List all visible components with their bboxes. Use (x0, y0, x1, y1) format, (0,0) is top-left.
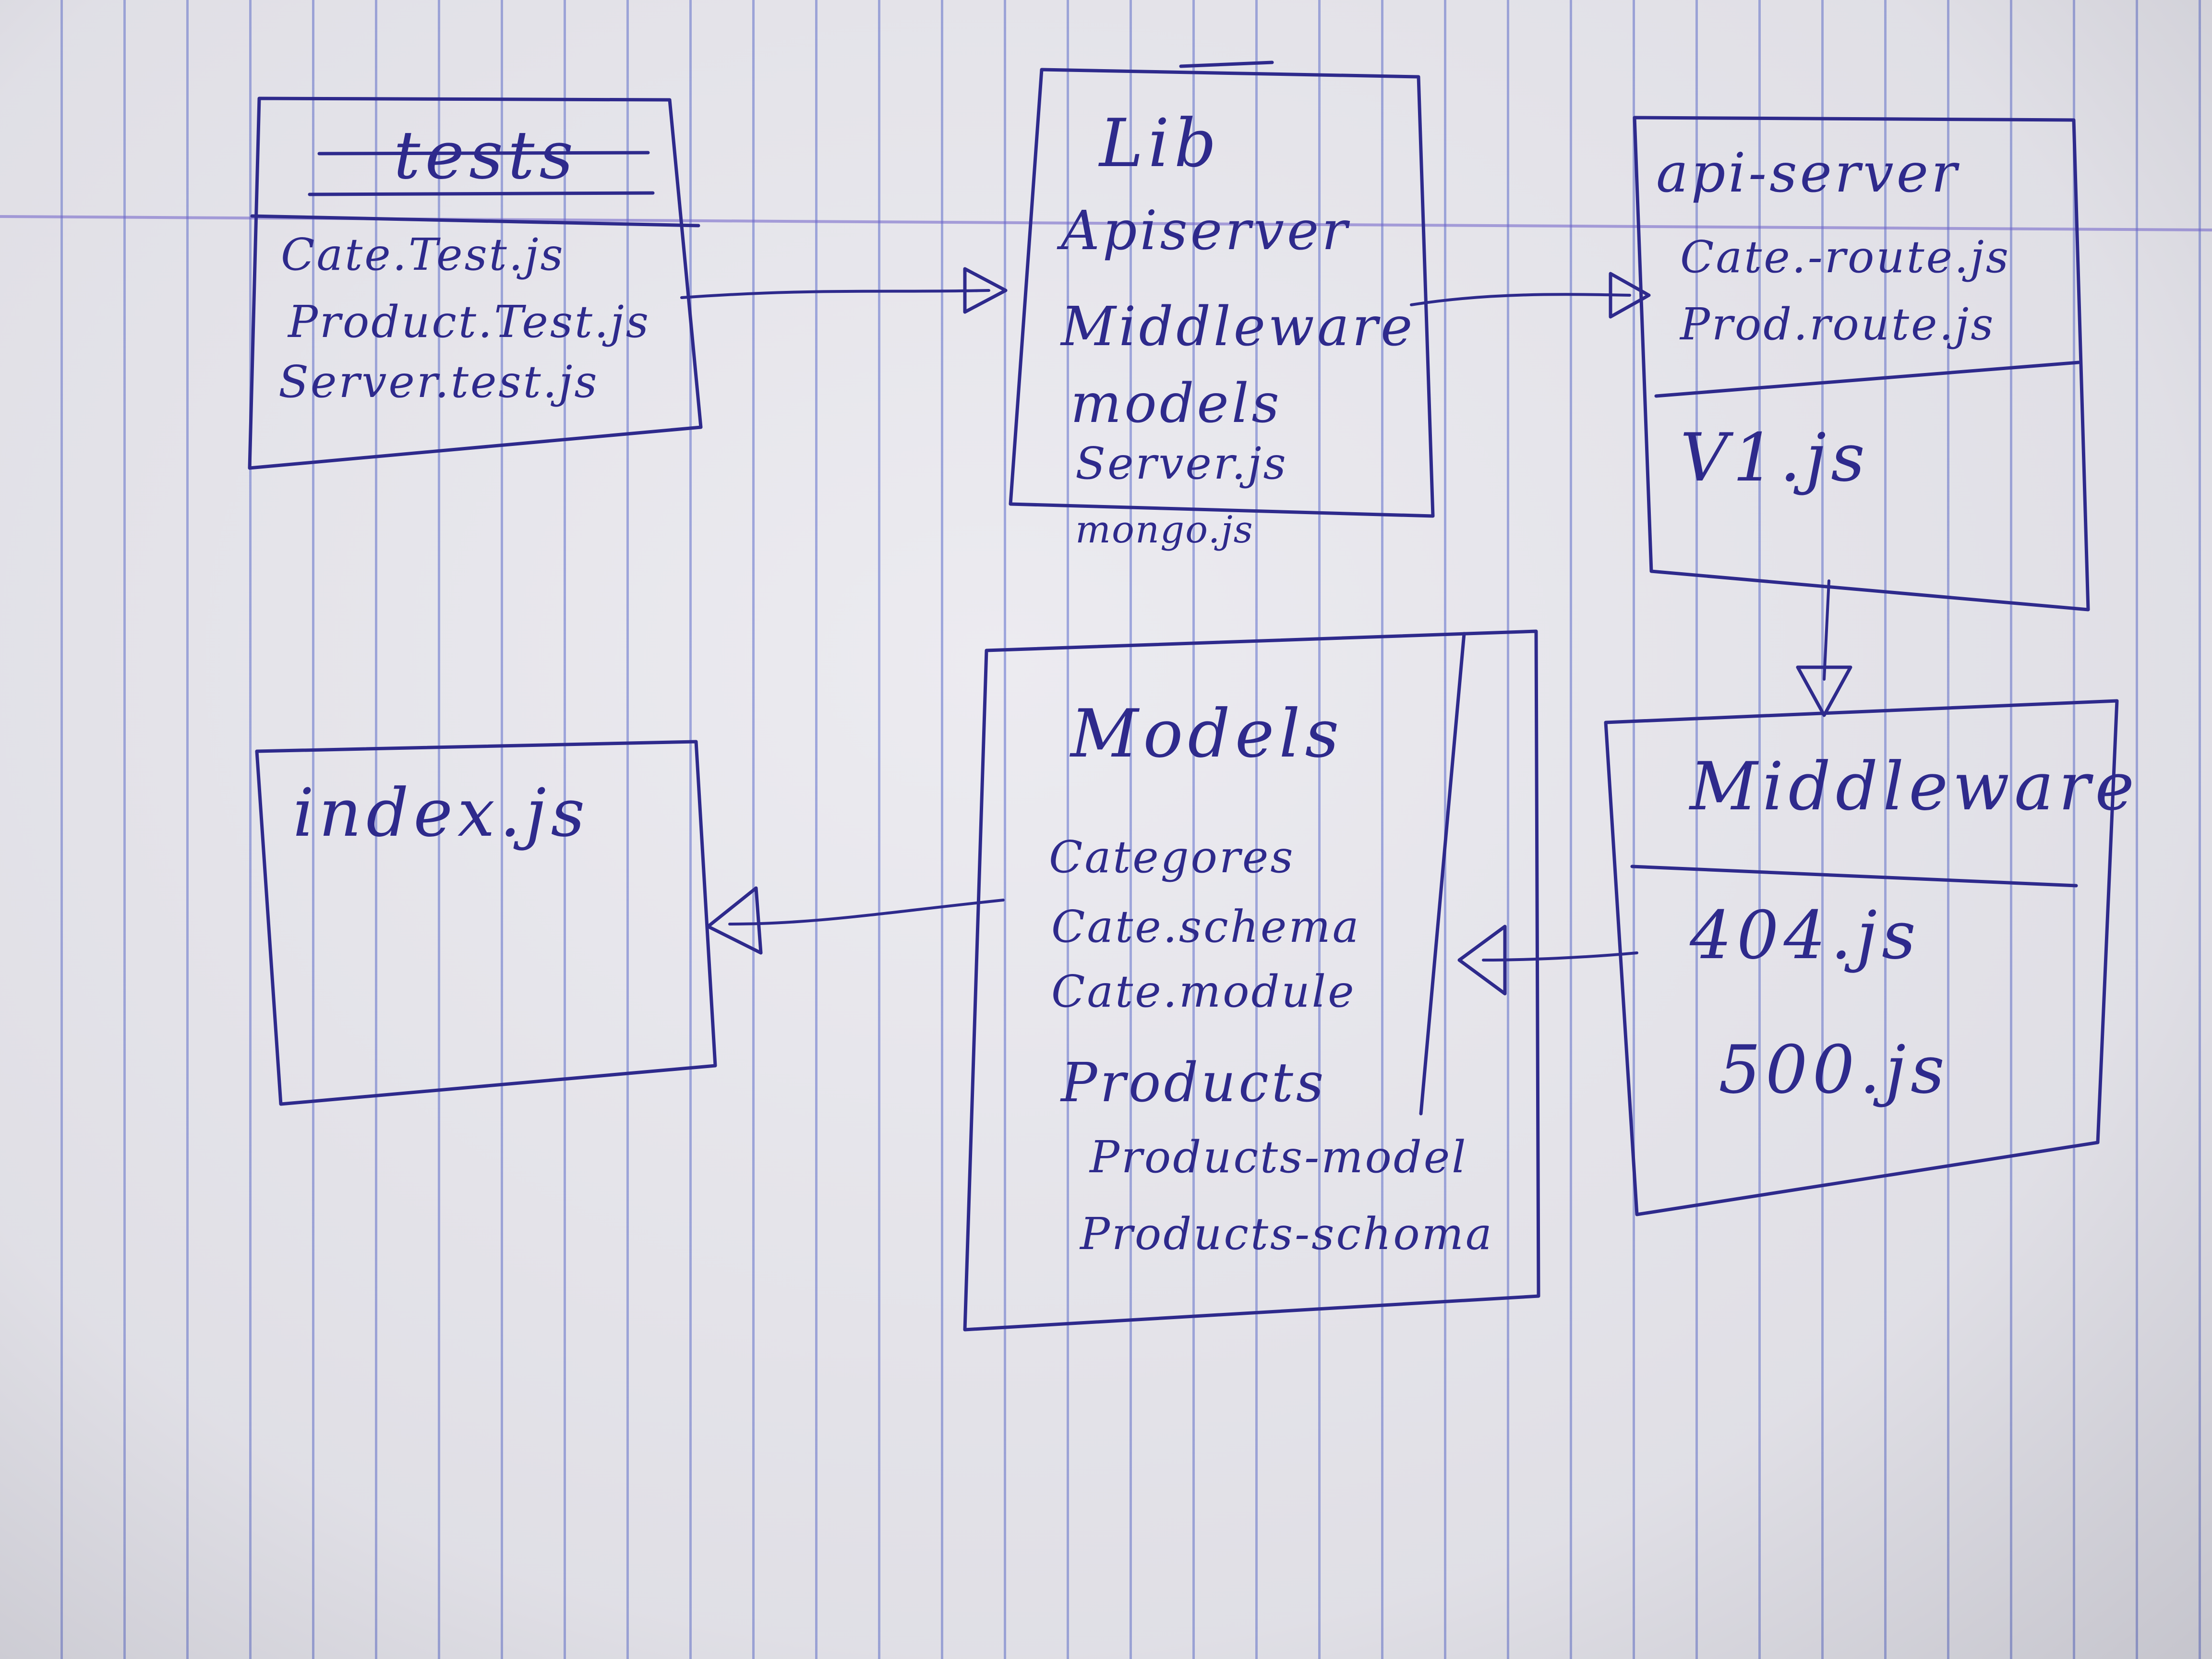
tests-item-server: Server.test.js (278, 356, 599, 408)
lib-box (1009, 68, 1435, 518)
index-title: index.js (293, 774, 590, 852)
middleware-item-404: 404.js (1690, 897, 1921, 974)
tests-title-rule-bottom (308, 191, 655, 196)
edge-api-server-to-middleware (1823, 579, 1830, 681)
api-server-footer: V1.js (1680, 419, 1870, 496)
tests-title-rule-top (317, 151, 650, 156)
middleware-title: Middleware (1690, 748, 2139, 825)
edge-models-to-index (728, 899, 1005, 926)
api-server-item-cate-route: Cate.-route.js (1680, 231, 2011, 283)
models-item-products-model: Products-model (1090, 1131, 1468, 1183)
models-title: Models (1070, 695, 1344, 772)
api-server-separator (1654, 361, 2080, 398)
api-server-item-prod-route: Prod.route.js (1680, 299, 1996, 350)
models-item-categores: Categores (1049, 831, 1295, 883)
middleware-separator (1630, 865, 2078, 888)
middleware-box (1604, 699, 2119, 1216)
lib-item-apiserver: Apiserver (1061, 200, 1350, 262)
tests-box (248, 96, 703, 470)
lib-top-tick (1179, 60, 1274, 68)
edge-middleware-to-models (1482, 951, 1638, 962)
arrowhead-models-to-index (706, 886, 763, 955)
api-server-box (1633, 116, 2090, 612)
tests-item-product: Product.Test.js (288, 296, 650, 348)
edge-lib-to-api-server (1410, 293, 1631, 306)
arrowhead-middleware-to-models (1457, 925, 1507, 996)
tests-separator (250, 214, 700, 228)
tests-title: tests (394, 117, 578, 194)
lib-item-middleware: Middleware (1061, 296, 1416, 358)
arrowhead-tests-to-lib (963, 267, 1008, 314)
arrowhead-api-server-to-middleware (1796, 665, 1852, 717)
lib-item-models: models (1070, 373, 1282, 435)
api-server-title: api-server (1656, 142, 1960, 204)
lib-title: Lib (1099, 105, 1222, 182)
models-item-cate-schema: Cate.schema (1051, 901, 1361, 952)
models-inner-line (1419, 632, 1466, 1116)
edge-tests-to-lib (680, 289, 990, 299)
models-item-cate-module: Cate.module (1051, 966, 1356, 1017)
models-item-products-schema: Products-schoma (1080, 1208, 1494, 1260)
lib-item-server: Server.js (1075, 438, 1288, 489)
lib-item-mongo: mongo.js (1075, 508, 1254, 552)
models-box (963, 629, 1540, 1332)
index-box (255, 740, 717, 1106)
arrowhead-lib-to-api-server (1609, 272, 1651, 319)
tests-item-cate: Cate.Test.js (281, 229, 565, 280)
middleware-item-500: 500.js (1719, 1031, 1949, 1108)
models-item-products: Products (1061, 1052, 1327, 1114)
